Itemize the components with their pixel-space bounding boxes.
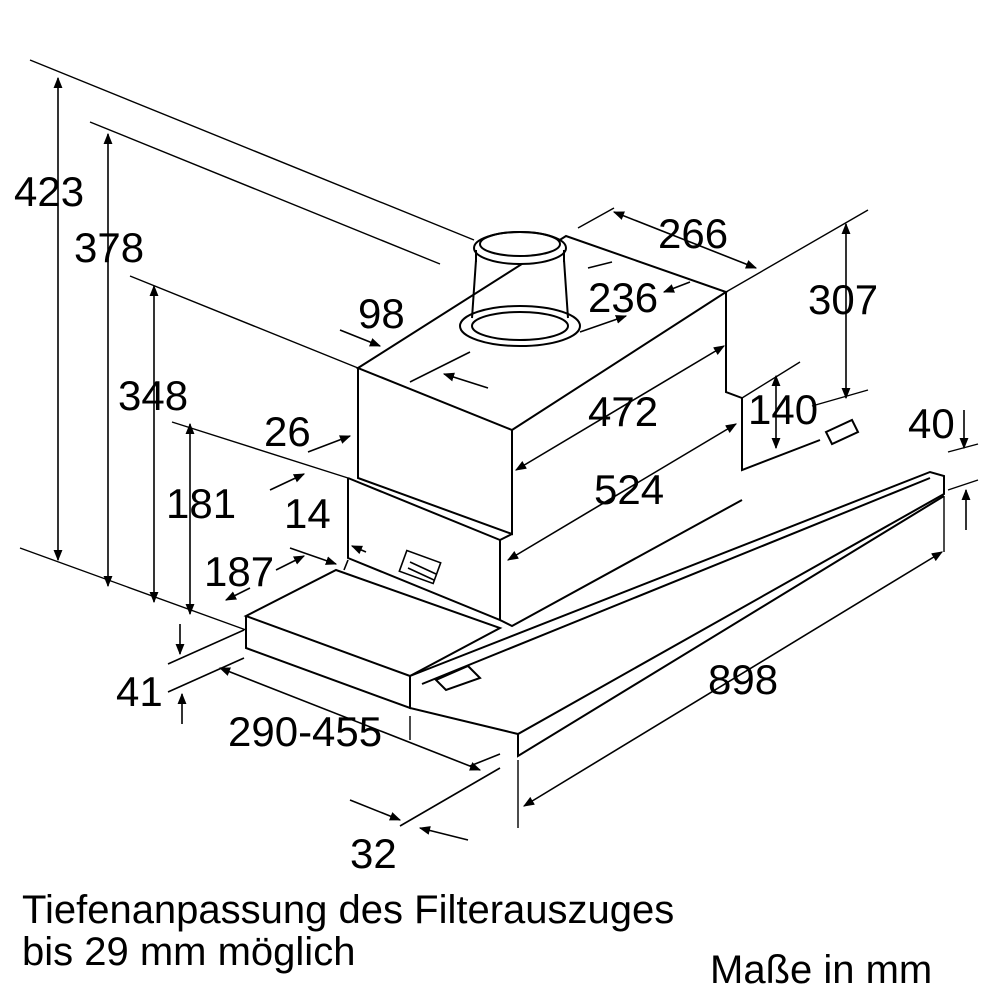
extension-lines	[19, 59, 979, 828]
drawer-left	[243, 568, 503, 678]
box-right-face	[725, 292, 743, 399]
label-898: 898	[708, 656, 778, 703]
side-block	[741, 398, 821, 472]
label-187: 187	[204, 548, 274, 595]
label-307: 307	[808, 276, 878, 323]
drawer-front-strip	[409, 470, 945, 736]
label-423: 423	[14, 168, 84, 215]
box-front-face	[357, 368, 513, 536]
label-266: 266	[658, 210, 728, 257]
label-40: 40	[908, 400, 955, 447]
label-472: 472	[588, 388, 658, 435]
dimension-arrows	[53, 76, 971, 841]
label-14: 14	[284, 490, 331, 537]
label-348: 348	[118, 372, 188, 419]
label-140: 140	[748, 386, 818, 433]
control-buttons	[343, 549, 442, 585]
dim-line-187	[224, 587, 251, 601]
dim-line-26	[307, 435, 352, 453]
units-note: Maße in mm	[710, 948, 933, 992]
dim-line-98	[339, 329, 382, 347]
dim-line-290-455	[218, 667, 482, 771]
depth-adjust-note-line1: Tiefenanpassung des Filterauszuges	[22, 888, 675, 932]
dim-line-14	[289, 547, 338, 565]
label-26: 26	[264, 408, 311, 455]
label-41: 41	[116, 668, 163, 715]
dim-line-236	[587, 261, 613, 269]
dim-line-524	[507, 423, 737, 561]
dim-line-898	[523, 551, 943, 807]
label-181: 181	[166, 480, 236, 527]
depth-adjust-note-line2: bis 29 mm möglich	[22, 930, 356, 974]
label-378: 378	[74, 224, 144, 271]
label-290-455: 290-455	[228, 708, 382, 755]
label-98: 98	[358, 290, 405, 337]
label-236: 236	[588, 274, 658, 321]
label-524: 524	[594, 466, 664, 513]
dim-line-32	[349, 799, 402, 821]
exhaust-nozzle	[459, 231, 581, 347]
label-32: 32	[350, 830, 397, 877]
dimension-labels: 423 378 348 181 98 26 14 187 41 290-455 …	[14, 168, 955, 877]
dim-line-266	[612, 211, 758, 269]
